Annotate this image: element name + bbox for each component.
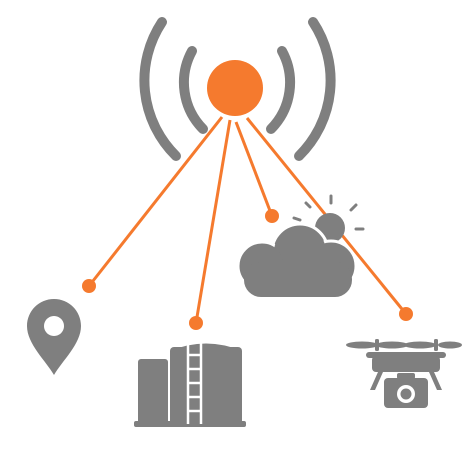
tank-ladder bbox=[186, 343, 203, 424]
connection-line-cloud bbox=[234, 121, 274, 217]
connection-lines bbox=[87, 116, 408, 324]
tank-left-body bbox=[138, 359, 168, 425]
endpoint-dot-cloud bbox=[265, 209, 279, 223]
signal-wave-right-inner bbox=[266, 46, 296, 134]
signal-wave-left-outer bbox=[139, 17, 181, 161]
location-pin-icon bbox=[27, 299, 81, 375]
endpoint-dot-tank bbox=[189, 316, 203, 330]
tank-dome bbox=[170, 343, 242, 358]
signal-wave-left-inner bbox=[178, 46, 208, 134]
cloud-fill bbox=[240, 226, 354, 297]
antenna-hub-dot bbox=[207, 60, 263, 116]
camera-icon bbox=[384, 373, 428, 408]
drone-body bbox=[372, 356, 440, 372]
signal-wave-right-outer bbox=[294, 17, 336, 161]
storage-tank-icon bbox=[134, 343, 246, 427]
drone-legs bbox=[370, 372, 442, 390]
broadcast-antenna-icon bbox=[139, 17, 336, 161]
connection-line-tank bbox=[194, 119, 232, 324]
cloud-weather-icon bbox=[236, 194, 365, 297]
endpoint-dot-drone bbox=[399, 307, 413, 321]
connection-endpoints bbox=[82, 209, 413, 330]
tank-base bbox=[134, 421, 246, 427]
drone-camera-icon bbox=[346, 339, 462, 408]
endpoint-dot-location bbox=[82, 279, 96, 293]
tank-main-body bbox=[170, 347, 242, 425]
drone-propellers bbox=[346, 339, 462, 351]
connection-line-location bbox=[87, 116, 224, 287]
